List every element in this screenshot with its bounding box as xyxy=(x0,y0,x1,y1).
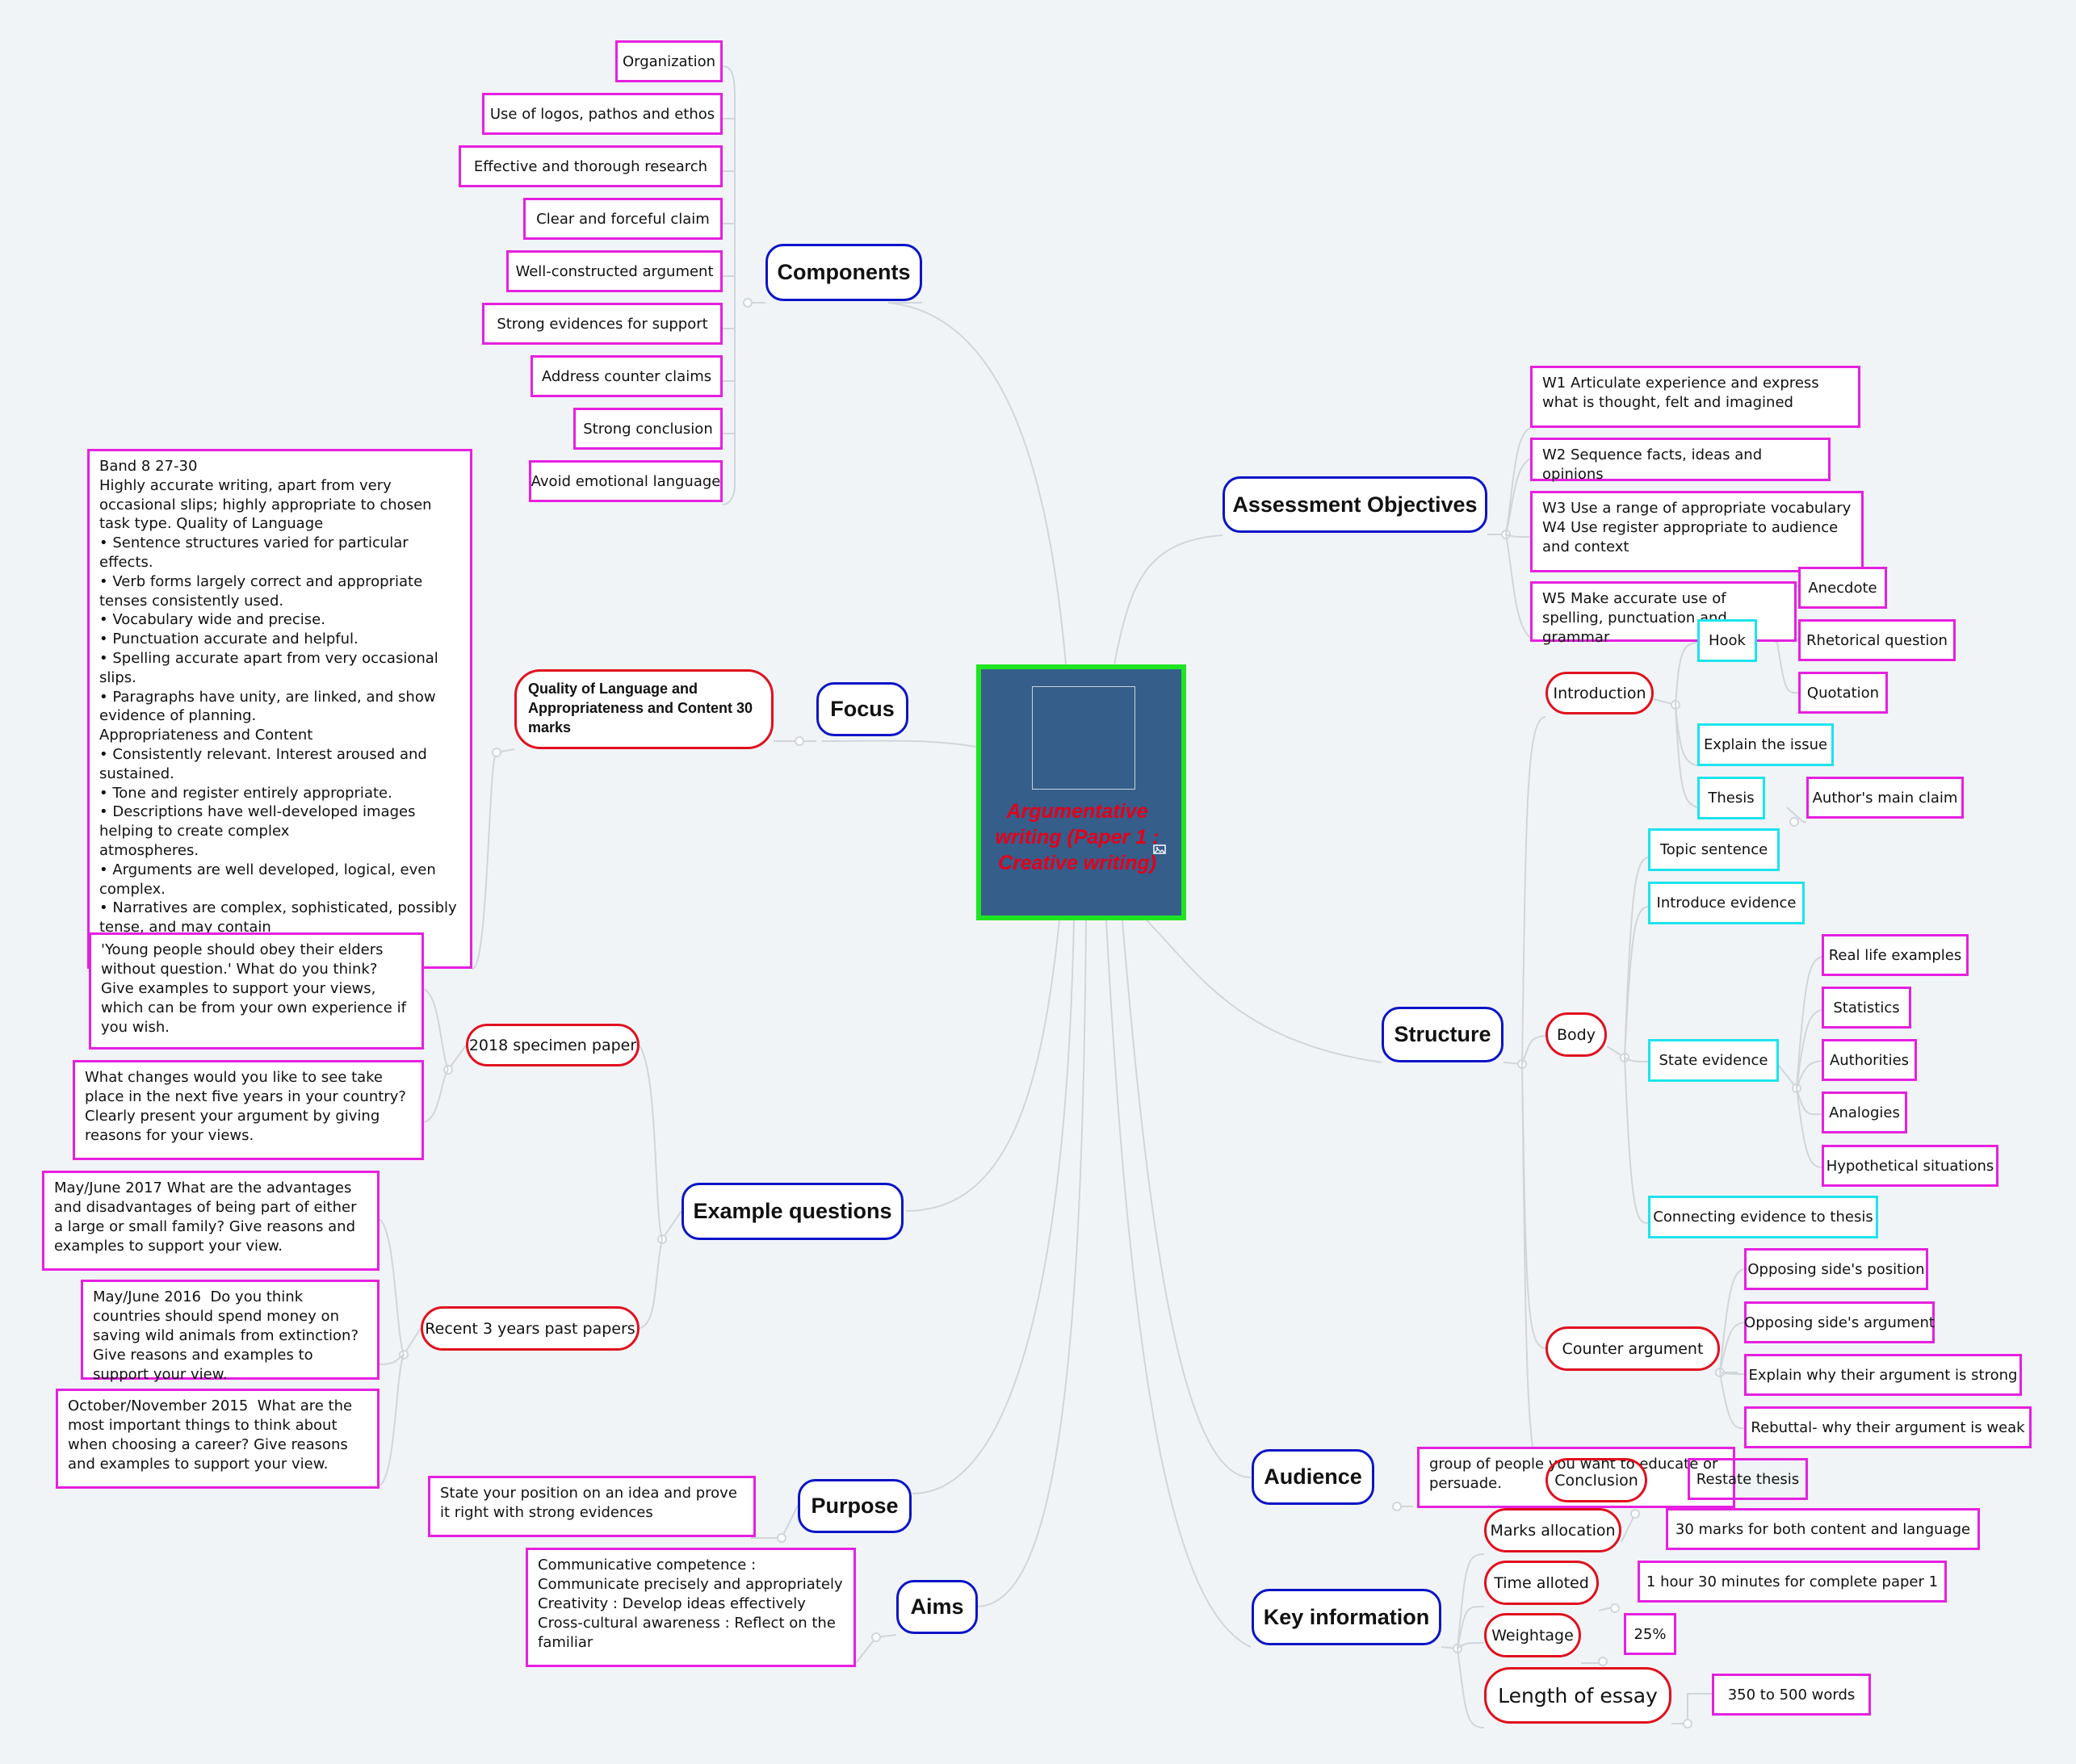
component-item[interactable]: Strong evidences for support xyxy=(482,303,723,345)
counter-item[interactable]: Opposing side's argument xyxy=(1744,1301,1935,1343)
body-node[interactable]: Body xyxy=(1545,1012,1607,1057)
marks-allocation-node[interactable]: Marks allocation xyxy=(1484,1508,1621,1552)
time-alloted-node[interactable]: Time alloted xyxy=(1484,1561,1599,1605)
assessment-objectives-node[interactable]: Assessment Objectives xyxy=(1223,476,1487,533)
example-question[interactable]: What changes would you like to see take … xyxy=(73,1060,424,1160)
conclusion-node[interactable]: Conclusion xyxy=(1545,1458,1647,1502)
length-of-essay-node[interactable]: Length of essay xyxy=(1484,1667,1671,1724)
time-alloted-value[interactable]: 1 hour 30 minutes for complete paper 1 xyxy=(1638,1561,1947,1603)
assessment-item[interactable]: W2 Sequence facts, ideas and opinions xyxy=(1530,438,1831,483)
assessment-item[interactable]: W5 Make accurate use of spelling, punctu… xyxy=(1530,581,1797,646)
component-item[interactable]: Address counter claims xyxy=(531,355,723,397)
key-information-node[interactable]: Key information xyxy=(1252,1589,1441,1645)
component-item[interactable]: Well-constructed argument xyxy=(506,250,723,292)
band-descriptor[interactable]: Band 8 27-30 Highly accurate writing, ap… xyxy=(87,449,472,969)
hook-item[interactable]: Anecdote xyxy=(1798,567,1887,609)
past-papers-node[interactable]: Recent 3 years past papers xyxy=(421,1306,640,1351)
assessment-item[interactable]: W1 Articulate experience and express wha… xyxy=(1530,366,1860,428)
connecting-evidence-node[interactable]: Connecting evidence to thesis xyxy=(1648,1196,1878,1238)
counter-item[interactable]: Rebuttal- why their argument is weak xyxy=(1744,1406,2032,1448)
component-item[interactable]: Avoid emotional language xyxy=(529,460,723,502)
example-question[interactable]: October/November 2015 What are the most … xyxy=(56,1389,380,1489)
component-item[interactable]: Organization xyxy=(615,40,723,82)
example-question[interactable]: 'Young people should obey their elders w… xyxy=(89,932,424,1050)
explain-issue-node[interactable]: Explain the issue xyxy=(1697,723,1834,766)
hook-item[interactable]: Rhetorical question xyxy=(1798,619,1956,661)
evidence-item[interactable]: Authorities xyxy=(1822,1039,1917,1081)
component-item[interactable]: Clear and forceful claim xyxy=(523,198,723,240)
weightage-value[interactable]: 25% xyxy=(1624,1613,1676,1655)
assessment-item[interactable]: W3 Use a range of appropriate vocabulary… xyxy=(1530,491,1864,572)
example-question[interactable]: May/June 2017 What are the advantages an… xyxy=(42,1171,380,1271)
aims-node[interactable]: Aims xyxy=(896,1580,978,1634)
evidence-item[interactable]: Analogies xyxy=(1822,1092,1907,1133)
specimen-paper-node[interactable]: 2018 specimen paper xyxy=(466,1024,640,1066)
topic-sentence-node[interactable]: Topic sentence xyxy=(1648,828,1780,871)
evidence-item[interactable]: Hypothetical situations xyxy=(1822,1145,1998,1187)
component-item[interactable]: Effective and thorough research xyxy=(459,145,723,187)
thesis-item[interactable]: Author's main claim xyxy=(1806,777,1964,819)
purpose-text[interactable]: State your position on an idea and prove… xyxy=(428,1476,756,1537)
components-node[interactable]: Components xyxy=(765,244,922,301)
evidence-item[interactable]: Real life examples xyxy=(1822,934,1969,976)
counter-item[interactable]: Explain why their argument is strong xyxy=(1744,1354,2022,1396)
focus-node[interactable]: Focus xyxy=(816,682,908,736)
marks-allocation-value[interactable]: 30 marks for both content and language xyxy=(1666,1508,1980,1550)
introduce-evidence-node[interactable]: Introduce evidence xyxy=(1648,882,1805,924)
aims-text[interactable]: Communicative competence : Communicate p… xyxy=(526,1548,856,1667)
audience-node[interactable]: Audience xyxy=(1252,1449,1374,1505)
hook-node[interactable]: Hook xyxy=(1697,619,1757,662)
hook-item[interactable]: Quotation xyxy=(1798,672,1888,714)
conclusion-item[interactable]: Restate thesis xyxy=(1688,1458,1808,1500)
audience-text[interactable]: group of people you want to educate or p… xyxy=(1417,1447,1735,1508)
example-questions-node[interactable]: Example questions xyxy=(682,1183,904,1240)
weightage-node[interactable]: Weightage xyxy=(1484,1613,1581,1657)
component-item[interactable]: Use of logos, pathos and ethos xyxy=(482,93,723,135)
state-evidence-node[interactable]: State evidence xyxy=(1648,1039,1779,1082)
counter-item[interactable]: Opposing side's position xyxy=(1744,1248,1928,1290)
evidence-item[interactable]: Statistics xyxy=(1822,987,1911,1029)
central-topic[interactable]: Argumentative writing (Paper 1 : Creativ… xyxy=(976,664,1186,920)
introduction-node[interactable]: Introduction xyxy=(1545,672,1654,714)
counter-argument-node[interactable]: Counter argument xyxy=(1545,1326,1720,1371)
focus-subtopic[interactable]: Quality of Language and Appropriateness … xyxy=(514,669,774,749)
component-item[interactable]: Strong conclusion xyxy=(573,408,723,450)
purpose-node[interactable]: Purpose xyxy=(798,1479,912,1533)
structure-node[interactable]: Structure xyxy=(1382,1007,1504,1062)
image-icon xyxy=(1153,844,1166,854)
image-placeholder-icon xyxy=(1032,686,1135,790)
thesis-node[interactable]: Thesis xyxy=(1697,777,1765,819)
example-question[interactable]: May/June 2016 Do you think countries sho… xyxy=(81,1280,380,1383)
length-of-essay-value[interactable]: 350 to 500 words xyxy=(1712,1674,1871,1716)
central-topic-title: Argumentative writing (Paper 1 : Creativ… xyxy=(995,800,1160,874)
